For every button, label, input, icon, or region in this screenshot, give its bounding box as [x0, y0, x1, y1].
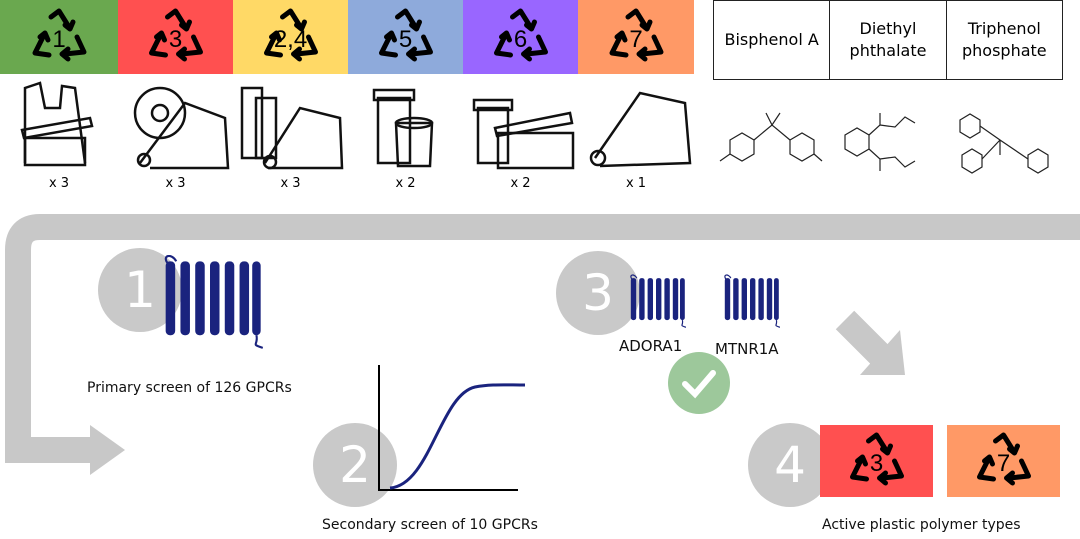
- item-count: x 2: [395, 176, 416, 191]
- gpcr-mtnr1a-icon: [720, 274, 780, 329]
- resin-code: 2,4: [274, 26, 307, 53]
- tub-icon: [476, 106, 510, 165]
- film-roll-icon: [593, 91, 692, 168]
- plastic-tile-2: 2,4: [233, 0, 348, 74]
- chemical-bisphenol-a: Bisphenol A: [712, 0, 831, 80]
- step-4-badge: 4: [748, 423, 832, 507]
- item-count: x 2: [510, 176, 531, 191]
- check-icon: [668, 352, 730, 414]
- item-count: x 3: [48, 176, 70, 191]
- gpcr-icon: [155, 255, 265, 350]
- plastic-items-illustration: [20, 81, 692, 170]
- active-plastic-tile-1: 7: [947, 425, 1060, 497]
- chemicals-table: Bisphenol A Diethyl phthalate Triphenol …: [712, 0, 1064, 80]
- item-count: x 1: [625, 176, 647, 191]
- dose-response-curve: [378, 365, 526, 491]
- flow-arrow: [5, 214, 1080, 475]
- active-plastic-tile-0: 3: [820, 425, 933, 497]
- step-2-badge: 2: [313, 423, 397, 507]
- step-4-caption: Active plastic polymer types: [822, 517, 1021, 533]
- gene-adora1: ADORA1: [619, 337, 683, 355]
- diethyl-phthalate-structure: [844, 113, 916, 171]
- chemical-triphenol-phosphate: Triphenol phosphate: [945, 0, 1064, 80]
- recycle-icon: 3: [118, 0, 233, 74]
- resin-code: 5: [399, 26, 412, 53]
- diagonal-arrow: [835, 310, 890, 365]
- cup-icon: [376, 96, 412, 165]
- resin-code: 1: [52, 26, 65, 53]
- plastic-tile-5: 7: [578, 0, 694, 74]
- item-count: x 3: [280, 176, 301, 191]
- resin-code: 3: [870, 450, 883, 477]
- triphenol-phosphate-structure: [959, 113, 1049, 174]
- container-icon: [23, 136, 87, 167]
- plastic-tile-3: 5: [348, 0, 463, 74]
- item-count: x 3: [165, 176, 186, 191]
- recycle-icon: 3: [820, 425, 933, 497]
- bisphenol-a-structure: [719, 112, 823, 162]
- step-3-badge: 3: [556, 251, 640, 335]
- gpcr-adora1-icon: [626, 274, 686, 329]
- step-2-caption: Secondary screen of 10 GPCRs: [322, 517, 538, 533]
- resin-code: 7: [997, 450, 1010, 477]
- recycle-icon: 7: [578, 0, 694, 74]
- resin-code: 3: [169, 26, 182, 53]
- plastic-tile-1: 3: [118, 0, 233, 74]
- plastic-tile-4: 6: [463, 0, 578, 74]
- resin-code: 6: [514, 26, 527, 53]
- plastic-tile-0: 1: [0, 0, 118, 74]
- gene-mtnr1a: MTNR1A: [715, 340, 779, 358]
- recycle-icon: 5: [348, 0, 463, 74]
- recycle-icon: 2,4: [233, 0, 348, 74]
- bag-icon: [23, 81, 87, 164]
- recycle-icon: 7: [947, 425, 1060, 497]
- chemical-diethyl-phthalate: Diethyl phthalate: [829, 0, 947, 80]
- pouch-icon: [240, 86, 264, 160]
- resin-code: 7: [629, 26, 642, 53]
- chemical-structures: [719, 112, 1049, 174]
- step-1-caption: Primary screen of 126 GPCRs: [87, 380, 292, 396]
- recycle-icon: 6: [463, 0, 578, 74]
- recycle-icon: 1: [0, 0, 118, 74]
